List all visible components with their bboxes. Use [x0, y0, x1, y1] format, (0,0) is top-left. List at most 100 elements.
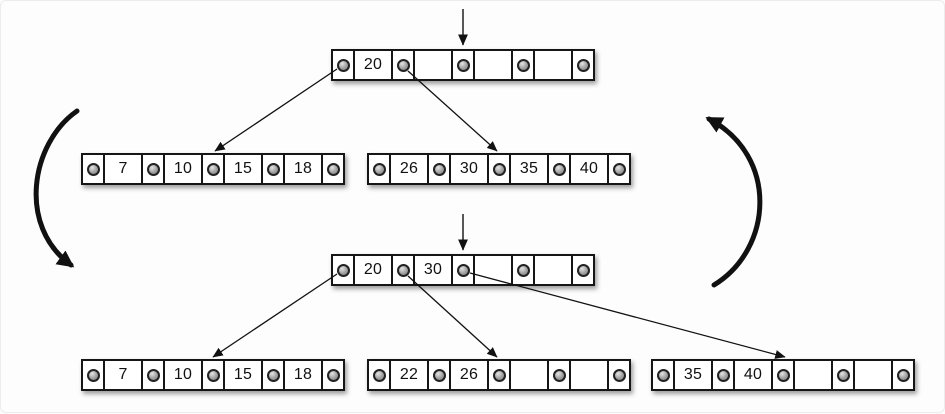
cycle-arrow-right-up-icon: [705, 116, 763, 288]
pointer-cell: [511, 49, 535, 81]
pointer-dot-icon: [396, 58, 410, 72]
pointer-cell: [571, 49, 595, 81]
cycle-arrow-left-down-icon: [33, 108, 80, 268]
key-cell: 40: [733, 359, 773, 391]
btree-before-left-leaf-node: 7 10 15 18: [81, 153, 345, 185]
key-cell: [569, 359, 609, 391]
pointer-cell: [771, 359, 795, 391]
pointer-cell: [201, 153, 225, 185]
pointer-cell: [141, 359, 165, 391]
key-cell: [473, 254, 513, 286]
key-cell: [533, 254, 573, 286]
pointer-dot-icon: [516, 58, 530, 72]
btree-after-left-leaf-node: 7 10 15 18: [81, 359, 345, 391]
key-cell: [793, 359, 833, 391]
pointer-dot-icon: [326, 368, 340, 382]
btree-after-middle-leaf-node: 22 26: [367, 359, 631, 391]
child-pointer-arrow-after-left: [212, 273, 338, 358]
pointer-cell: [651, 359, 675, 391]
pointer-dot-icon: [656, 368, 670, 382]
pointer-dot-icon: [336, 263, 350, 277]
pointer-dot-icon: [836, 368, 850, 382]
pointer-cell: [391, 254, 415, 286]
key-cell: 15: [223, 359, 263, 391]
child-pointer-arrow-before-left: [214, 68, 338, 152]
pointer-dot-icon: [896, 368, 910, 382]
key-cell: 40: [569, 153, 609, 185]
pointer-cell: [711, 359, 735, 391]
pointer-dot-icon: [432, 162, 446, 176]
key-cell: [473, 49, 513, 81]
pointer-cell: [547, 153, 571, 185]
pointer-cell: [511, 254, 535, 286]
pointer-dot-icon: [146, 162, 160, 176]
pointer-dot-icon: [552, 368, 566, 382]
key-cell: 15: [223, 153, 263, 185]
pointer-dot-icon: [372, 162, 386, 176]
key-cell: 22: [389, 359, 429, 391]
pointer-dot-icon: [86, 162, 100, 176]
key-cell: 30: [449, 153, 489, 185]
key-cell: 30: [413, 254, 453, 286]
pointer-dot-icon: [552, 162, 566, 176]
pointer-cell: [81, 153, 105, 185]
pointer-cell: [571, 254, 595, 286]
pointer-cell: [81, 359, 105, 391]
btree-before-root-node: 20: [331, 49, 595, 81]
pointer-cell: [331, 49, 355, 81]
pointer-cell: [831, 359, 855, 391]
pointer-cell: [391, 49, 415, 81]
pointer-dot-icon: [492, 162, 506, 176]
key-cell: 10: [163, 153, 203, 185]
pointer-dot-icon: [516, 263, 530, 277]
key-cell: 20: [353, 254, 393, 286]
pointer-cell: [427, 359, 451, 391]
pointer-cell: [607, 359, 631, 391]
pointer-cell: [201, 359, 225, 391]
pointer-cell: [331, 254, 355, 286]
pointer-dot-icon: [576, 263, 590, 277]
pointer-dot-icon: [266, 368, 280, 382]
pointer-dot-icon: [612, 368, 626, 382]
pointer-dot-icon: [146, 368, 160, 382]
key-cell: 35: [509, 153, 549, 185]
key-cell: 7: [103, 359, 143, 391]
pointer-dot-icon: [86, 368, 100, 382]
key-cell: 26: [449, 359, 489, 391]
key-cell: 18: [283, 359, 323, 391]
pointer-cell: [321, 359, 345, 391]
pointer-dot-icon: [206, 368, 220, 382]
pointer-dot-icon: [492, 368, 506, 382]
pointer-cell: [261, 153, 285, 185]
btree-after-right-leaf-node: 35 40: [651, 359, 915, 391]
key-cell: 20: [353, 49, 393, 81]
key-cell: 10: [163, 359, 203, 391]
btree-before-right-leaf-node: 26 30 35 40: [367, 153, 631, 185]
pointer-dot-icon: [336, 58, 350, 72]
pointer-dot-icon: [372, 368, 386, 382]
key-cell: 35: [673, 359, 713, 391]
pointer-dot-icon: [576, 58, 590, 72]
key-cell: [853, 359, 893, 391]
pointer-dot-icon: [396, 263, 410, 277]
pointer-cell: [487, 153, 511, 185]
pointer-dot-icon: [206, 162, 220, 176]
pointer-cell: [891, 359, 915, 391]
key-cell: 7: [103, 153, 143, 185]
pointer-cell: [367, 153, 391, 185]
pointer-dot-icon: [716, 368, 730, 382]
pointer-dot-icon: [612, 162, 626, 176]
pointer-cell: [321, 153, 345, 185]
key-cell: 26: [389, 153, 429, 185]
key-cell: [533, 49, 573, 81]
pointer-cell: [607, 153, 631, 185]
key-cell: [509, 359, 549, 391]
key-cell: [413, 49, 453, 81]
child-pointer-arrow-before-right: [407, 70, 498, 152]
pointer-cell: [427, 153, 451, 185]
pointer-cell: [547, 359, 571, 391]
pointer-dot-icon: [776, 368, 790, 382]
pointer-cell: [367, 359, 391, 391]
pointer-dot-icon: [432, 368, 446, 382]
